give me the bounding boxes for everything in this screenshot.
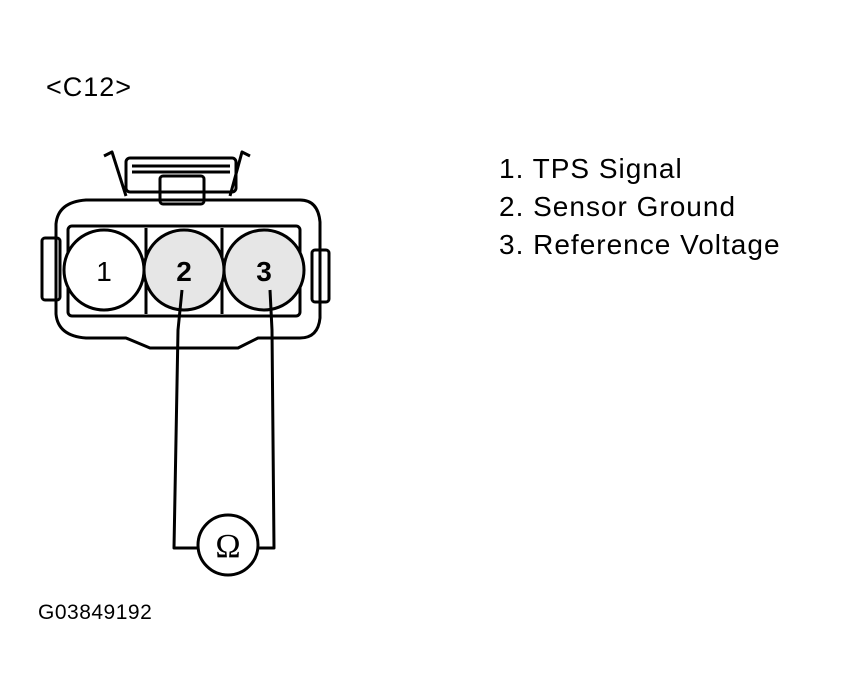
ohm-symbol: Ω	[215, 528, 240, 565]
meter-lead-pin-3	[256, 289, 276, 550]
housing-left-tab	[40, 236, 62, 302]
legend-item-pin-2: 2. Sensor Ground	[499, 191, 737, 222]
connector-housing	[54, 198, 322, 350]
pin-2-label: 2	[176, 256, 192, 287]
meter-lead-pin-2	[172, 289, 200, 550]
legend-item-pin-3: 3. Reference Voltage	[499, 229, 781, 260]
ohmmeter-icon: Ω	[196, 513, 260, 577]
pin-3	[222, 228, 306, 312]
pin-3-label: 3	[256, 256, 272, 287]
pin-legend: 1. TPS Signal 2. Sensor Ground 3. Refere…	[499, 150, 781, 264]
locking-latch	[103, 150, 251, 206]
legend-item-pin-1: 1. TPS Signal	[499, 153, 683, 184]
pin-1-label: 1	[96, 256, 112, 287]
connector-title: <C12>	[46, 72, 133, 102]
housing-right-tab	[310, 248, 331, 304]
figure-code: G03849192	[38, 601, 153, 624]
